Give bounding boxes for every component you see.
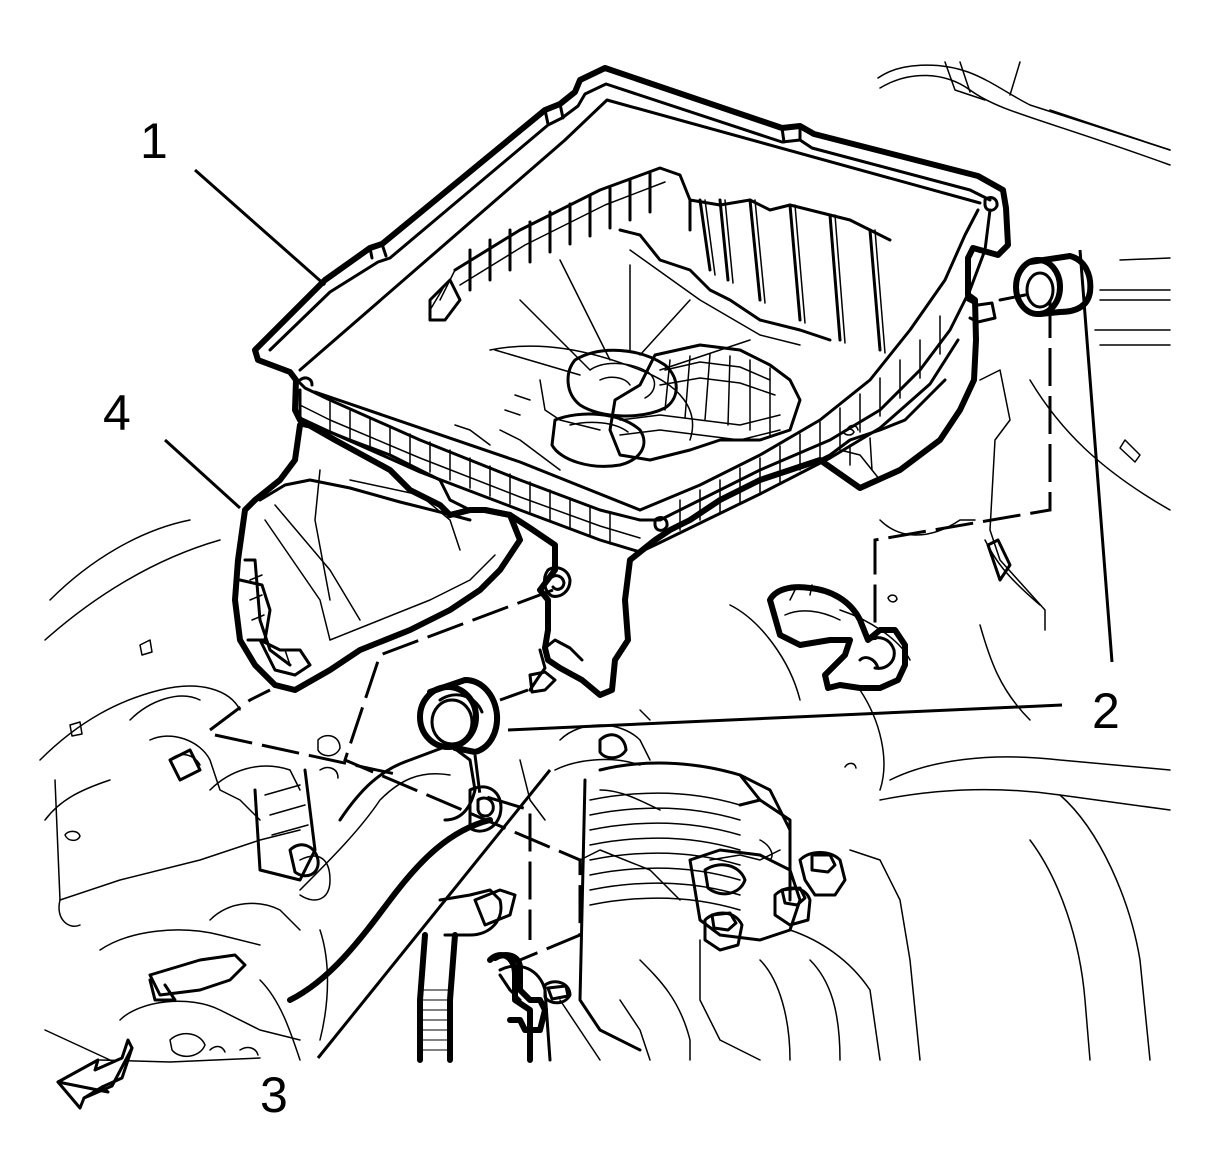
mounting-bracket [492, 584, 908, 1033]
callout-labels: 1 2 3 4 [103, 113, 1120, 1123]
callout-3: 3 [260, 1067, 288, 1123]
callout-2: 2 [1092, 683, 1120, 739]
leader-4 [163, 438, 242, 510]
leader-3 [316, 769, 552, 1059]
alignment-lines [209, 300, 1052, 962]
leader-2b [507, 703, 1063, 732]
grommet [417, 253, 1094, 755]
arrow-front-icon [56, 1038, 134, 1110]
callout-4: 4 [103, 385, 131, 441]
air-outlet-duct [232, 422, 523, 693]
callout-1: 1 [140, 113, 168, 169]
engine-bay-background [39, 61, 1171, 1063]
leader-2a [1078, 249, 1114, 663]
leader-1 [194, 168, 326, 287]
leader-lines [163, 168, 1114, 1059]
